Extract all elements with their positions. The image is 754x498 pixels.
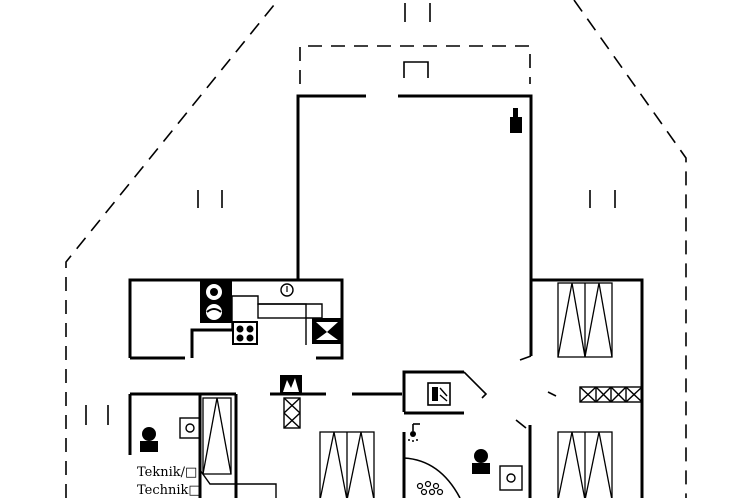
sauna-icon bbox=[427, 382, 451, 406]
wardrobe-icon bbox=[283, 397, 301, 429]
fireplace-icon bbox=[280, 375, 302, 395]
window-ticks bbox=[85, 3, 616, 425]
dashed-outline bbox=[65, 0, 687, 498]
toilet-icon bbox=[472, 449, 490, 474]
toilet-icon bbox=[140, 427, 158, 452]
technik-partition bbox=[199, 469, 277, 498]
room-label-technik-da: Teknik/□ bbox=[137, 465, 198, 480]
shower-icon bbox=[408, 423, 420, 442]
wardrobe-icon bbox=[579, 386, 643, 403]
sink-icon bbox=[280, 283, 294, 297]
sink-icon bbox=[179, 417, 523, 491]
bed-icon bbox=[557, 431, 613, 498]
stove-icon bbox=[510, 108, 522, 133]
room-label-technik-de: Technik□ bbox=[137, 483, 201, 498]
bed-icon bbox=[319, 431, 375, 498]
bed-icon bbox=[202, 397, 232, 475]
kitchen-counter bbox=[231, 295, 323, 345]
bed-icon bbox=[557, 282, 613, 358]
dishwasher-icon bbox=[312, 318, 342, 344]
cooktop-icon bbox=[232, 321, 258, 345]
whirlpool-icon bbox=[403, 457, 461, 498]
door-swings bbox=[463, 355, 557, 429]
washing-machine-icon bbox=[200, 281, 232, 323]
chimney bbox=[403, 61, 429, 78]
